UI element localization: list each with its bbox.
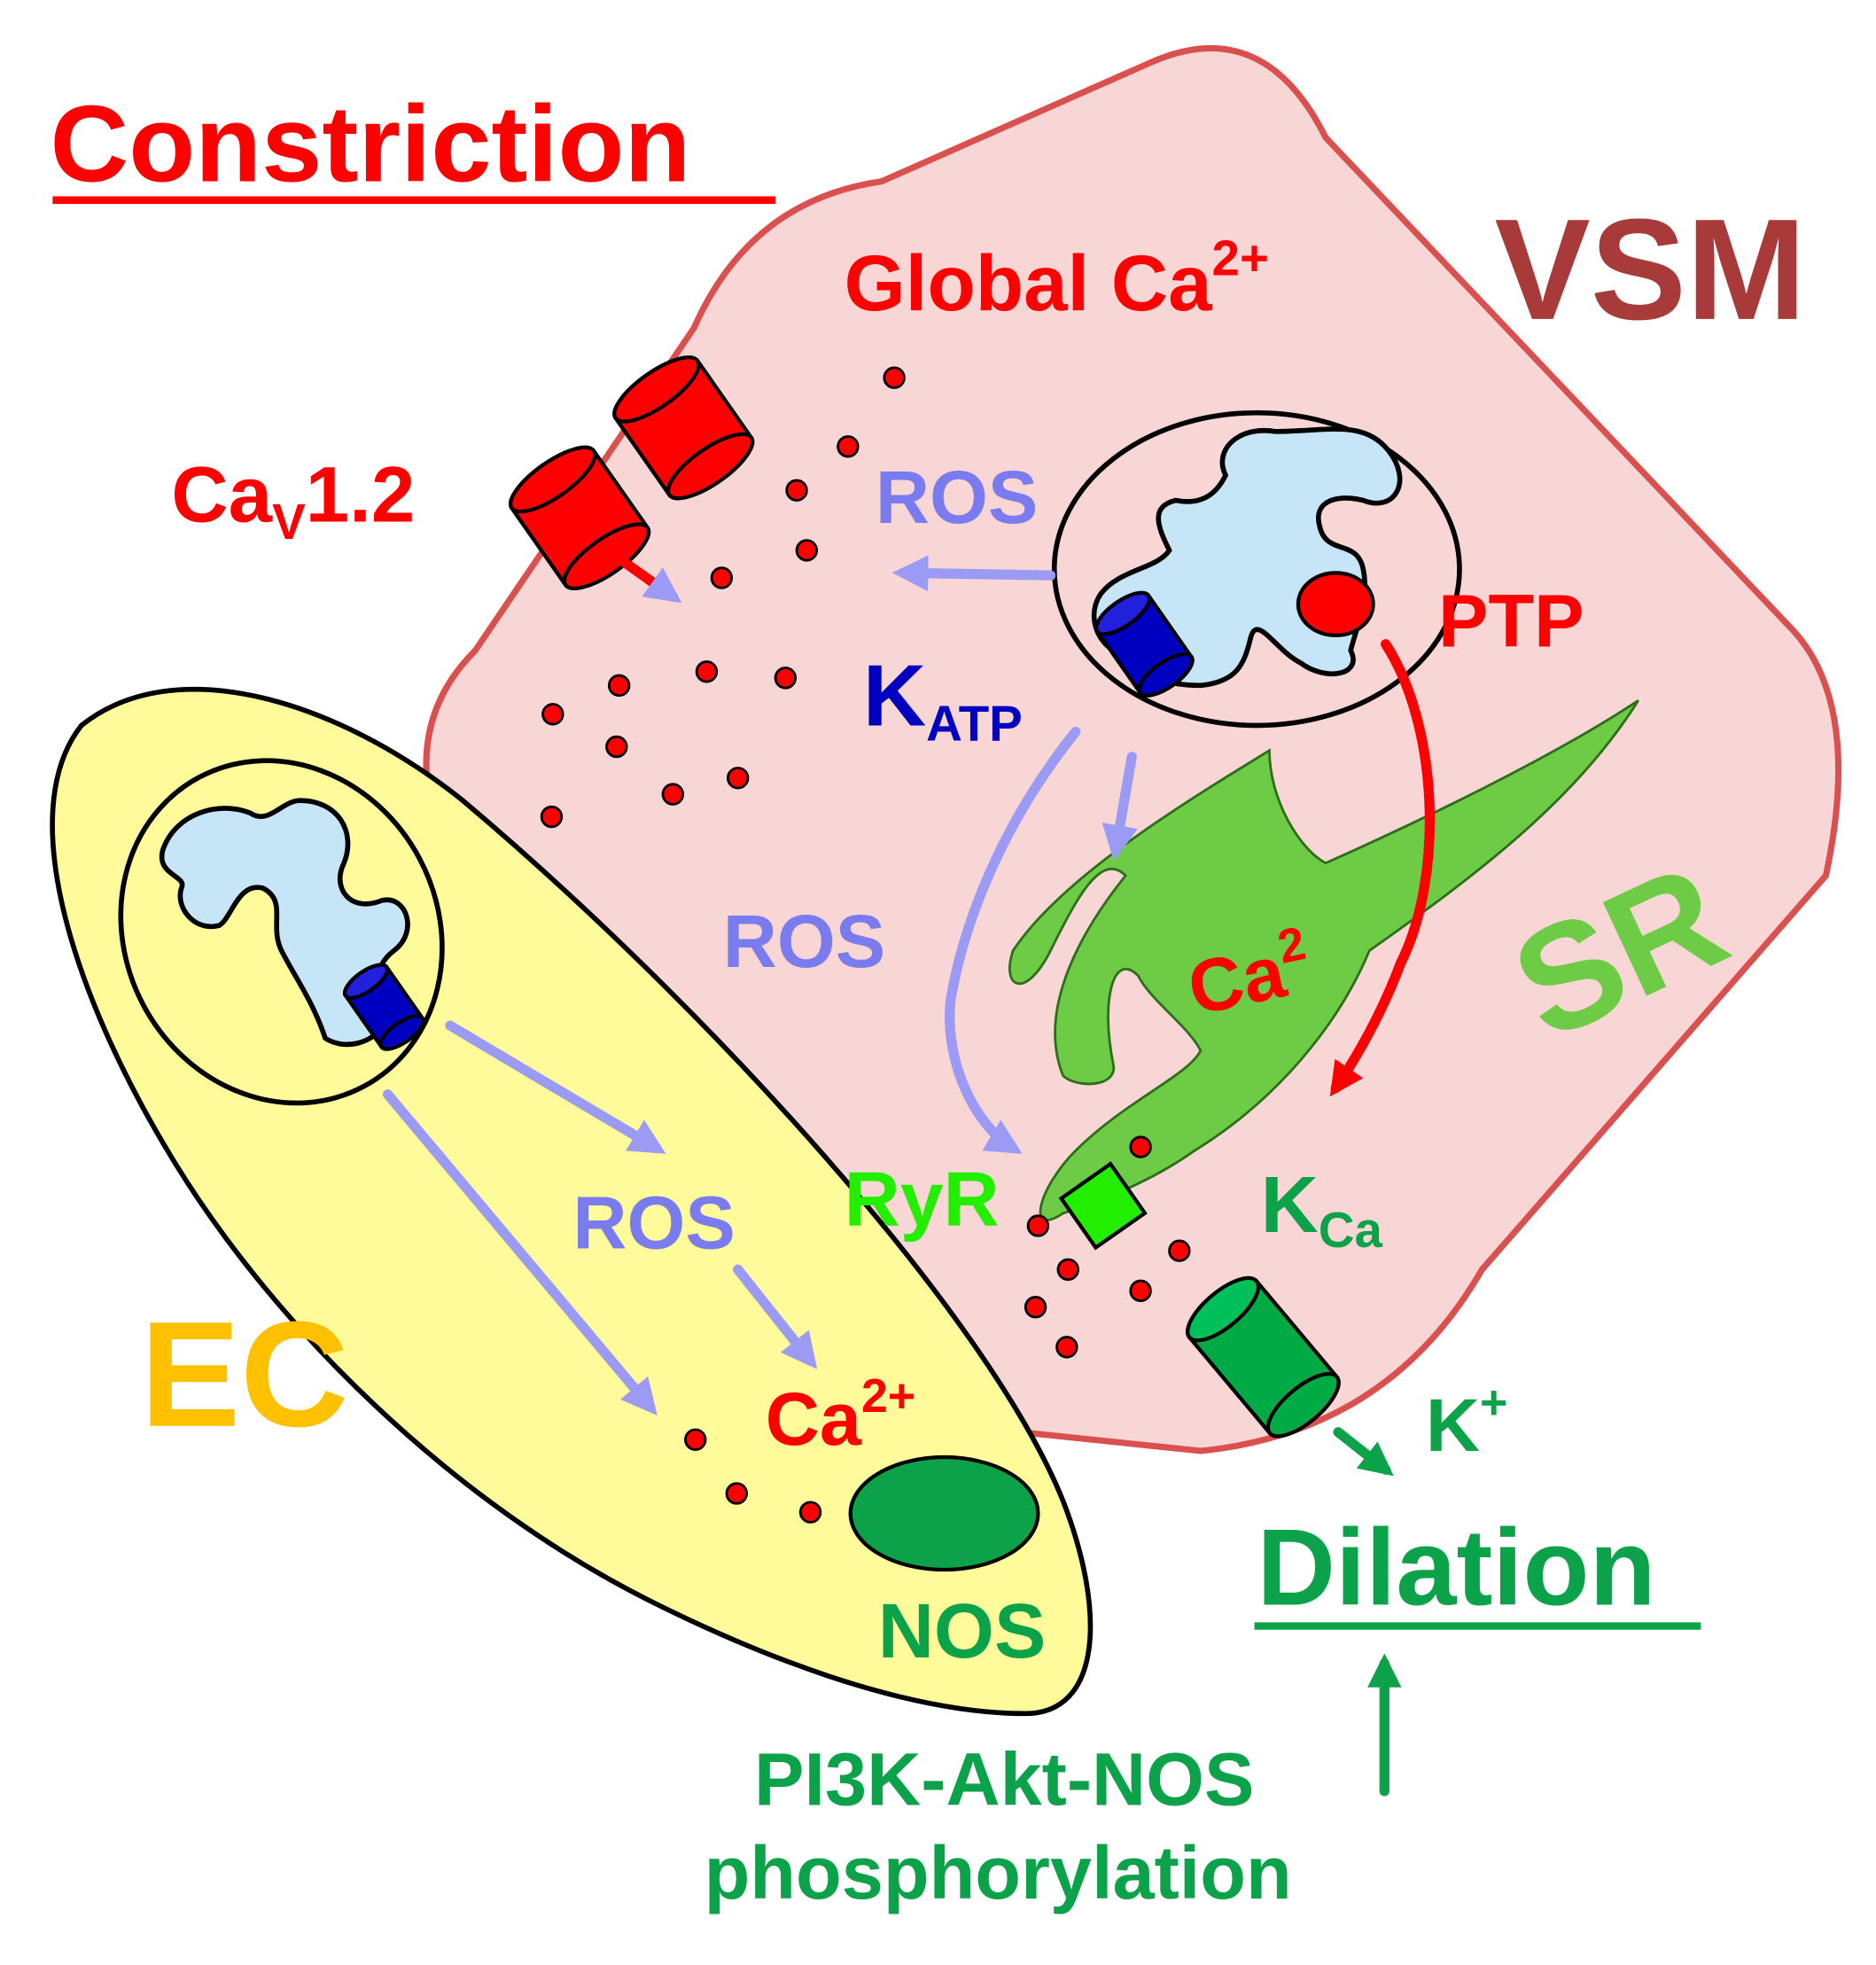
- nos-label: NOS: [878, 1587, 1047, 1674]
- global-ca-label: Global Ca2+: [845, 230, 1269, 327]
- ec-ca-superscript: 2+: [861, 1369, 915, 1423]
- kca-channel-icon: [1186, 1275, 1341, 1439]
- k-plus-label: K+: [1426, 1376, 1507, 1467]
- katp-channel-icon: [1094, 590, 1195, 698]
- ros-arrow-mito-to-ryr: [945, 726, 1081, 1154]
- cav-subscript: V: [272, 494, 306, 550]
- ros-arrow-ec-mito-to-ca: [382, 1089, 658, 1415]
- katp-subscript: ATP: [926, 695, 1023, 751]
- ros-mid-label: ROS: [723, 899, 885, 983]
- katp-text: K: [863, 646, 926, 744]
- vsm-label: VSM: [1494, 190, 1806, 350]
- constriction-heading: Constriction: [51, 84, 691, 206]
- cav-label: CaV1.2: [171, 450, 415, 550]
- ros-arrow-mito-to-cytosol: [891, 555, 1056, 592]
- k-plus-superscript: +: [1480, 1376, 1507, 1429]
- cav-tail: 1.2: [306, 450, 416, 538]
- ros-arrow-mito-to-sr: [1101, 752, 1138, 862]
- kca-text: K: [1261, 1160, 1319, 1250]
- sr-ca-text: Ca: [1181, 928, 1294, 1031]
- k-plus-text: K: [1426, 1383, 1480, 1467]
- cav-channel-icon: [509, 355, 755, 590]
- k-efflux-arrow: [1333, 1427, 1394, 1477]
- ros-arrow-ec-ros-to-ca: [733, 1264, 818, 1369]
- global-ca-text: Global Ca: [845, 239, 1212, 327]
- ec-katp-channel-icon: [342, 963, 425, 1051]
- ros-ec-label: ROS: [572, 1180, 735, 1264]
- sr-ca-label: Ca2: [1179, 916, 1318, 1031]
- dilation-heading: Dilation: [1257, 1508, 1655, 1629]
- ros-top-label: ROS: [876, 455, 1038, 539]
- ca-influx-arrow: [607, 549, 682, 604]
- ptp-pore-icon: [1296, 571, 1375, 638]
- kca-subscript: Ca: [1319, 1202, 1383, 1258]
- katp-label: KATP: [863, 646, 1023, 751]
- calcium-dots: [540, 366, 1191, 1524]
- phosphorylation-label: phosphorylation: [704, 1830, 1292, 1914]
- ec-ca-text: Ca: [766, 1376, 862, 1461]
- sr-organelle: [1008, 699, 1639, 1221]
- ptp-ca-arrow: [1329, 639, 1436, 1097]
- ros-arrow-ec-mito-to-ros: [445, 1020, 666, 1154]
- ryr-receptor-icon: [1058, 1161, 1148, 1251]
- ptp-label: PTP: [1438, 579, 1584, 663]
- cav-text: Ca: [171, 450, 272, 538]
- pi3k-label: PI3K-Akt-NOS: [754, 1736, 1254, 1821]
- ec-ca-label: Ca2+: [766, 1369, 915, 1461]
- ec-label: EC: [140, 1291, 348, 1458]
- global-ca-superscript: 2+: [1212, 230, 1269, 285]
- kca-label: KCa: [1261, 1160, 1383, 1258]
- nos-enzyme: [848, 1454, 1040, 1572]
- ryr-label: RyR: [845, 1156, 1000, 1243]
